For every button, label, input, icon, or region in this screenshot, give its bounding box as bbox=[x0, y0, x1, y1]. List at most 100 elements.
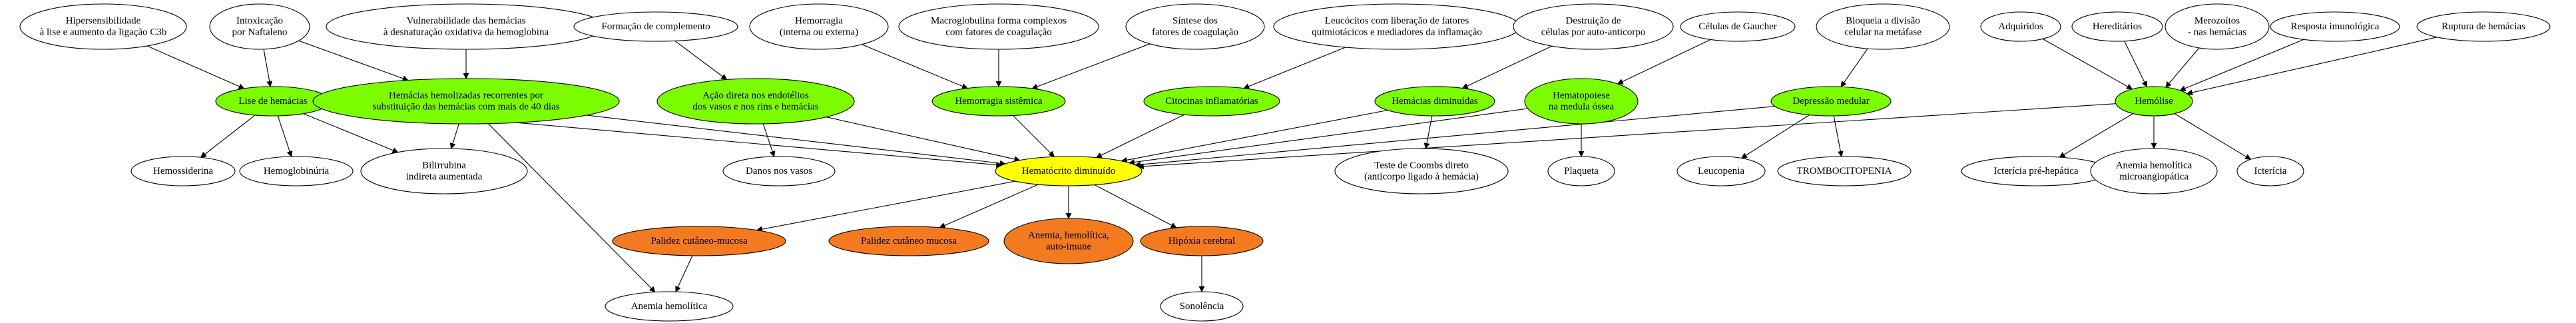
node-label-palidez1: Palidez cutâneo-mucosa bbox=[650, 236, 748, 246]
edge-lise-to-hemossiderina bbox=[200, 115, 256, 158]
node-label-anemiahem: Anemia hemolítica bbox=[631, 301, 708, 312]
edge-destruicao-to-hemdim bbox=[1461, 45, 1553, 89]
node-label-citocinas: Citocinas inflamatórias bbox=[1165, 96, 1258, 107]
node-hemossiderina: Hemossiderina bbox=[130, 156, 236, 186]
edge-hematopoiese-to-hematocrito bbox=[1129, 108, 1528, 165]
node-shape-palidez2 bbox=[828, 226, 989, 256]
node-tromb: TROMBOCITOPENIA bbox=[1777, 156, 1912, 186]
node-label-coombs: (anticorpo ligado à hemácia) bbox=[1364, 172, 1479, 182]
node-label-intox: por Naftaleno bbox=[232, 27, 288, 38]
edge-hereditarios-to-hemolise bbox=[2124, 41, 2147, 88]
node-label-hemolise: Hemólise bbox=[2135, 96, 2173, 107]
node-hemolizadas: Hemácias hemolizadas recorrentes porsubs… bbox=[312, 78, 620, 125]
node-label-hemdim: Hemácias diminuídas bbox=[1392, 96, 1478, 107]
node-shape-hemdim bbox=[1374, 86, 1495, 117]
node-label-lise: Lise de hemácias bbox=[238, 96, 307, 107]
node-label-adquiridos: Adquiridos bbox=[1998, 21, 2043, 32]
node-shape-hematocrito bbox=[995, 156, 1143, 186]
node-hemsist: Hemorragia sistêmica bbox=[931, 86, 1066, 117]
node-shape-sintese bbox=[1125, 3, 1265, 50]
node-label-leucocitos: Leucócitos com liberação de fatores bbox=[1325, 16, 1469, 27]
node-shape-merozoitos bbox=[2165, 3, 2270, 50]
node-shape-hipersens bbox=[19, 3, 187, 50]
node-gaucher: Células de Gaucher bbox=[1680, 11, 1796, 42]
node-ictphep: Icterícia pré-hepática bbox=[1961, 156, 2111, 186]
node-leucocitos: Leucócitos com liberação de fatoresquimi… bbox=[1273, 3, 1521, 50]
node-shape-palidez1 bbox=[612, 226, 786, 256]
node-label-destruicao: células por auto-anticorpo bbox=[1541, 27, 1646, 38]
node-label-hemossiderina: Hemossiderina bbox=[153, 166, 213, 176]
edge-depressao-to-hematocrito bbox=[1135, 106, 1775, 168]
node-shape-hemsist bbox=[931, 86, 1066, 117]
node-shape-bloqueia bbox=[1816, 3, 1950, 50]
node-label-tromb: TROMBOCITOPENIA bbox=[1796, 166, 1892, 176]
node-shape-intox bbox=[209, 3, 310, 50]
node-shape-leucopenia bbox=[1676, 156, 1766, 186]
node-hipoxia: Hipóxia cerebral bbox=[1140, 226, 1264, 256]
node-label-hematopoiese: na medula óssea bbox=[1549, 102, 1615, 113]
node-shape-hemorragia bbox=[749, 3, 889, 50]
edge-citocinas-to-hematocrito bbox=[1095, 114, 1185, 159]
node-shape-coombs bbox=[1334, 148, 1509, 194]
node-anemiaauto: Anemia, hemolítica,auto-imune bbox=[1003, 218, 1134, 264]
node-label-plaqueta: Plaqueta bbox=[1564, 166, 1599, 176]
node-shape-destruicao bbox=[1513, 3, 1674, 50]
node-shape-depressao bbox=[1770, 86, 1892, 117]
node-shape-sonolencia bbox=[1160, 291, 1244, 322]
node-shape-complemento bbox=[573, 11, 738, 42]
node-resposta: Resposta imunológica bbox=[2270, 11, 2400, 42]
node-shape-plaqueta bbox=[1547, 156, 1615, 186]
node-label-gaucher: Células de Gaucher bbox=[1698, 21, 1776, 32]
node-depressao: Depressão medular bbox=[1770, 86, 1892, 117]
node-shape-hemoglobinuria bbox=[239, 156, 354, 186]
node-label-depressao: Depressão medular bbox=[1792, 96, 1869, 107]
node-label-hematocrito: Hematócrito diminuído bbox=[1022, 166, 1115, 176]
edge-hipersens-to-lise bbox=[146, 45, 245, 89]
node-label-hemoglobinuria: Hemoglobinúria bbox=[264, 166, 330, 176]
edge-hemorragia-to-hemsist bbox=[862, 44, 968, 89]
node-label-merozoitos: - nas hemácias bbox=[2188, 27, 2246, 38]
node-label-ictericia: Icterícia bbox=[2254, 166, 2286, 176]
node-label-resposta: Resposta imunológica bbox=[2291, 21, 2380, 32]
edge-acao-to-danos bbox=[762, 123, 776, 157]
node-shape-anemiahem bbox=[605, 291, 734, 322]
node-shape-adquiridos bbox=[1980, 11, 2061, 42]
edge-acao-to-hematocrito bbox=[826, 117, 1021, 162]
edge-hemolise-to-hematocrito bbox=[1137, 103, 2116, 170]
node-label-vulner: à desnaturação oxidativa da hemoglobina bbox=[384, 27, 549, 38]
node-label-hemolizadas: substituição das hemácias com mais de 40… bbox=[372, 102, 559, 113]
node-label-anemiamicro: microangiopática bbox=[2119, 172, 2189, 182]
edge-hemsist-to-hematocrito bbox=[1013, 115, 1055, 158]
node-label-macro: com fatores de coagulação bbox=[945, 27, 1052, 38]
node-palidez1: Palidez cutâneo-mucosa bbox=[612, 226, 786, 256]
node-shape-resposta bbox=[2270, 11, 2400, 42]
edge-sintese-to-hemsist bbox=[1031, 43, 1151, 90]
node-shape-danos bbox=[722, 156, 836, 186]
node-label-hereditarios: Hereditários bbox=[2093, 21, 2142, 32]
node-sonolencia: Sonolência bbox=[1160, 291, 1244, 322]
node-shape-hematopoiese bbox=[1524, 78, 1639, 125]
node-label-ictphep: Icterícia pré-hepática bbox=[1994, 166, 2079, 176]
edge-depressao-to-leucopenia bbox=[1740, 115, 1810, 159]
edge-gaucher-to-hematopoiese bbox=[1617, 39, 1711, 85]
edge-hemolizadas-to-bilirrubina bbox=[449, 123, 459, 149]
edge-hemolise-to-ictericia bbox=[2174, 113, 2252, 160]
edge-hemdim-to-hematocrito bbox=[1121, 109, 1388, 163]
node-hemorragia: Hemorragia(interna ou externa) bbox=[749, 3, 889, 50]
node-label-intox: Intoxicação bbox=[236, 16, 283, 27]
node-label-destruicao: Destruição de bbox=[1566, 16, 1621, 27]
node-shape-hereditarios bbox=[2071, 11, 2163, 42]
node-hematocrito: Hematócrito diminuído bbox=[995, 156, 1143, 186]
edge-hematocrito-to-hipoxia bbox=[1094, 184, 1177, 228]
edge-resposta-to-hemolise bbox=[2179, 39, 2304, 91]
node-label-hipersens: Hipersensibilidade bbox=[66, 16, 141, 27]
node-label-bloqueia: celular na metáfase bbox=[1844, 27, 1922, 38]
edge-hematocrito-to-palidez2 bbox=[939, 184, 1039, 228]
node-shape-hemolise bbox=[2115, 86, 2193, 117]
edge-depressao-to-tromb bbox=[1833, 115, 1844, 157]
